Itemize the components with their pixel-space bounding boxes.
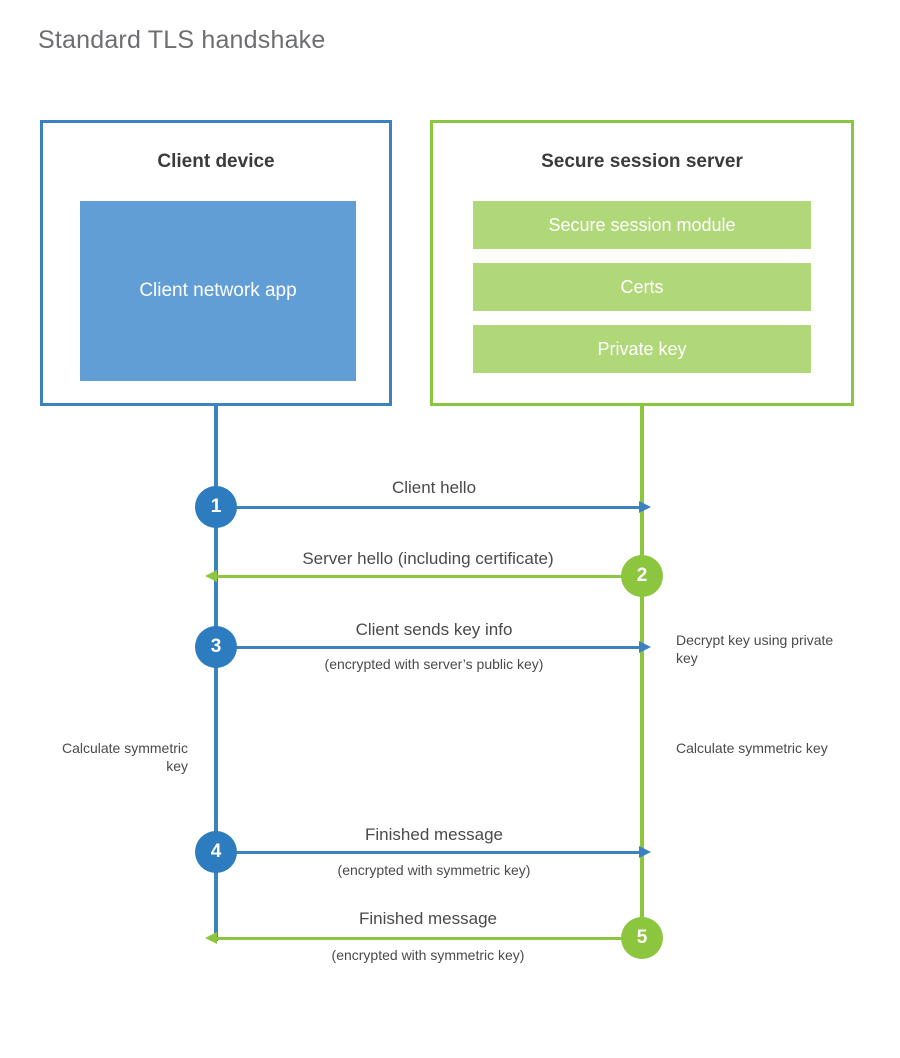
server-lifeline bbox=[640, 406, 644, 941]
client-network-app-block: Client network app bbox=[80, 201, 356, 381]
step-1-circle[interactable]: 1 bbox=[195, 486, 237, 528]
note-client-calculate-symmetric-key: Calculate symmetric key bbox=[61, 740, 188, 775]
step-1-arrow bbox=[216, 501, 651, 513]
secure-session-server-title: Secure session server bbox=[541, 151, 743, 172]
secure-session-server-box: Secure session server Secure session mod… bbox=[430, 120, 854, 406]
arrow-head-left-icon bbox=[205, 570, 217, 582]
step-5-arrow bbox=[205, 932, 640, 944]
client-device-box: Client device Client network app bbox=[40, 120, 392, 406]
server-module-secure-session-module: Secure session module bbox=[473, 201, 811, 249]
step-4-sublabel: (encrypted with symmetric key) bbox=[337, 862, 531, 878]
client-device-title: Client device bbox=[157, 151, 275, 172]
step-2-arrow bbox=[205, 570, 640, 582]
step-2-label: Server hello (including certificate) bbox=[302, 549, 554, 568]
step-3-arrow bbox=[216, 641, 651, 653]
step-3-label: Client sends key info bbox=[355, 620, 513, 639]
arrow-head-left-icon bbox=[205, 932, 217, 944]
step-5-circle[interactable]: 5 bbox=[621, 917, 663, 959]
step-2-circle[interactable]: 2 bbox=[621, 555, 663, 597]
step-5-label: Finished message bbox=[359, 909, 497, 928]
step-5-sublabel: (encrypted with symmetric key) bbox=[331, 947, 525, 963]
server-module-certs: Certs bbox=[473, 263, 811, 311]
step-3-circle[interactable]: 3 bbox=[195, 626, 237, 668]
page-title: Standard TLS handshake bbox=[38, 26, 326, 54]
client-lifeline bbox=[214, 406, 218, 941]
step-4-label: Finished message bbox=[365, 825, 503, 844]
note-decrypt-key: Decrypt key using private key bbox=[676, 632, 834, 667]
step-4-circle[interactable]: 4 bbox=[195, 831, 237, 873]
step-3-sublabel: (encrypted with server’s public key) bbox=[324, 656, 544, 672]
step-1-label: Client hello bbox=[391, 478, 477, 497]
arrow-head-right-icon bbox=[639, 501, 651, 513]
step-4-arrow bbox=[216, 846, 651, 858]
note-server-calculate-symmetric-key: Calculate symmetric key bbox=[676, 740, 828, 756]
arrow-head-right-icon bbox=[639, 641, 651, 653]
server-module-private-key: Private key bbox=[473, 325, 811, 373]
arrow-head-right-icon bbox=[639, 846, 651, 858]
